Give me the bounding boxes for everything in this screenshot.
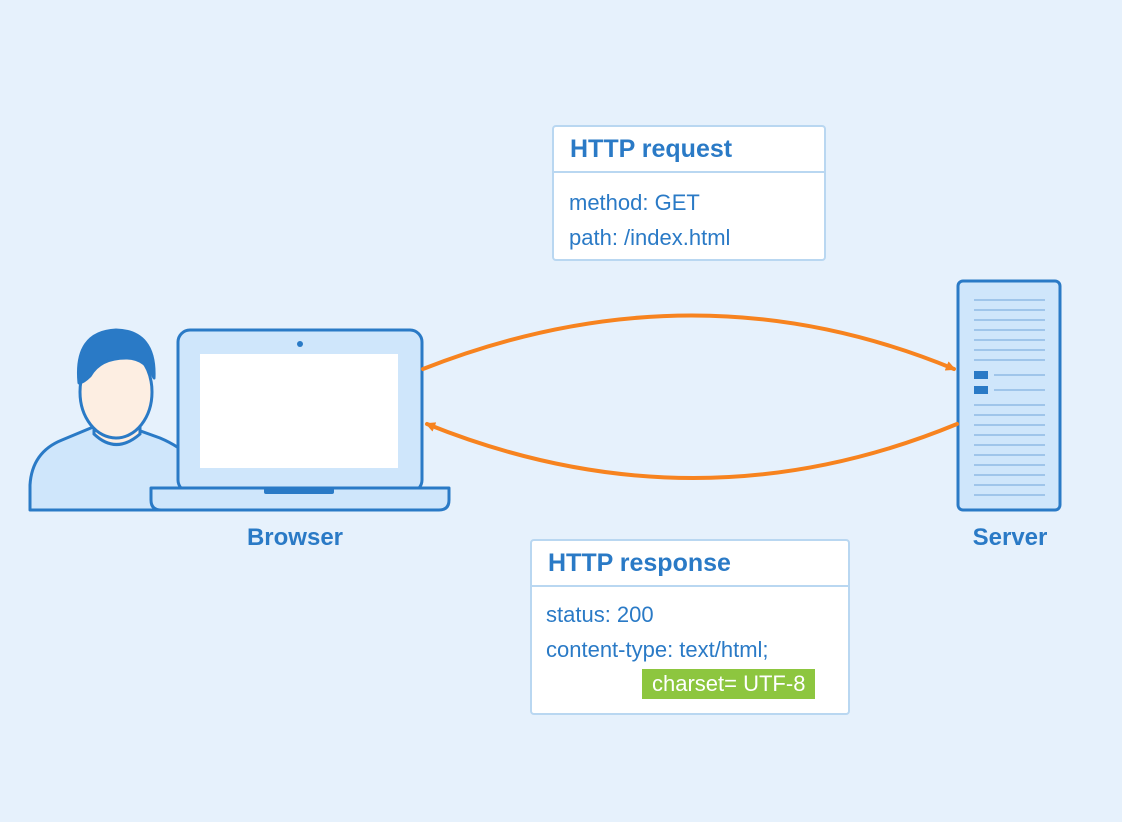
- server-led: [974, 371, 988, 379]
- http-response-body: status: 200 content-type: text/html; cha…: [532, 587, 848, 699]
- request-arrow: [421, 313, 956, 371]
- laptop-icon: [149, 328, 451, 512]
- server-label: Server: [972, 524, 1048, 551]
- request-method-line: method: GET: [569, 190, 700, 215]
- http-request-title: HTTP request: [554, 127, 824, 173]
- request-path-line: path: /index.html: [569, 225, 731, 250]
- browser-label: Browser: [246, 524, 344, 551]
- response-status-line: status: 200: [546, 602, 654, 627]
- http-response-card: HTTP response status: 200 content-type: …: [530, 539, 850, 715]
- server-rack-icon: [956, 279, 1062, 512]
- response-content-type-line: content-type: text/html;: [546, 637, 769, 662]
- charset-badge: charset= UTF-8: [642, 669, 816, 699]
- server-led: [974, 386, 988, 394]
- response-arrow: [425, 422, 959, 480]
- http-response-title: HTTP response: [532, 541, 848, 587]
- http-request-card: HTTP request method: GET path: /index.ht…: [552, 125, 826, 261]
- http-request-body: method: GET path: /index.html: [554, 173, 824, 255]
- user-avatar-icon: [28, 328, 204, 512]
